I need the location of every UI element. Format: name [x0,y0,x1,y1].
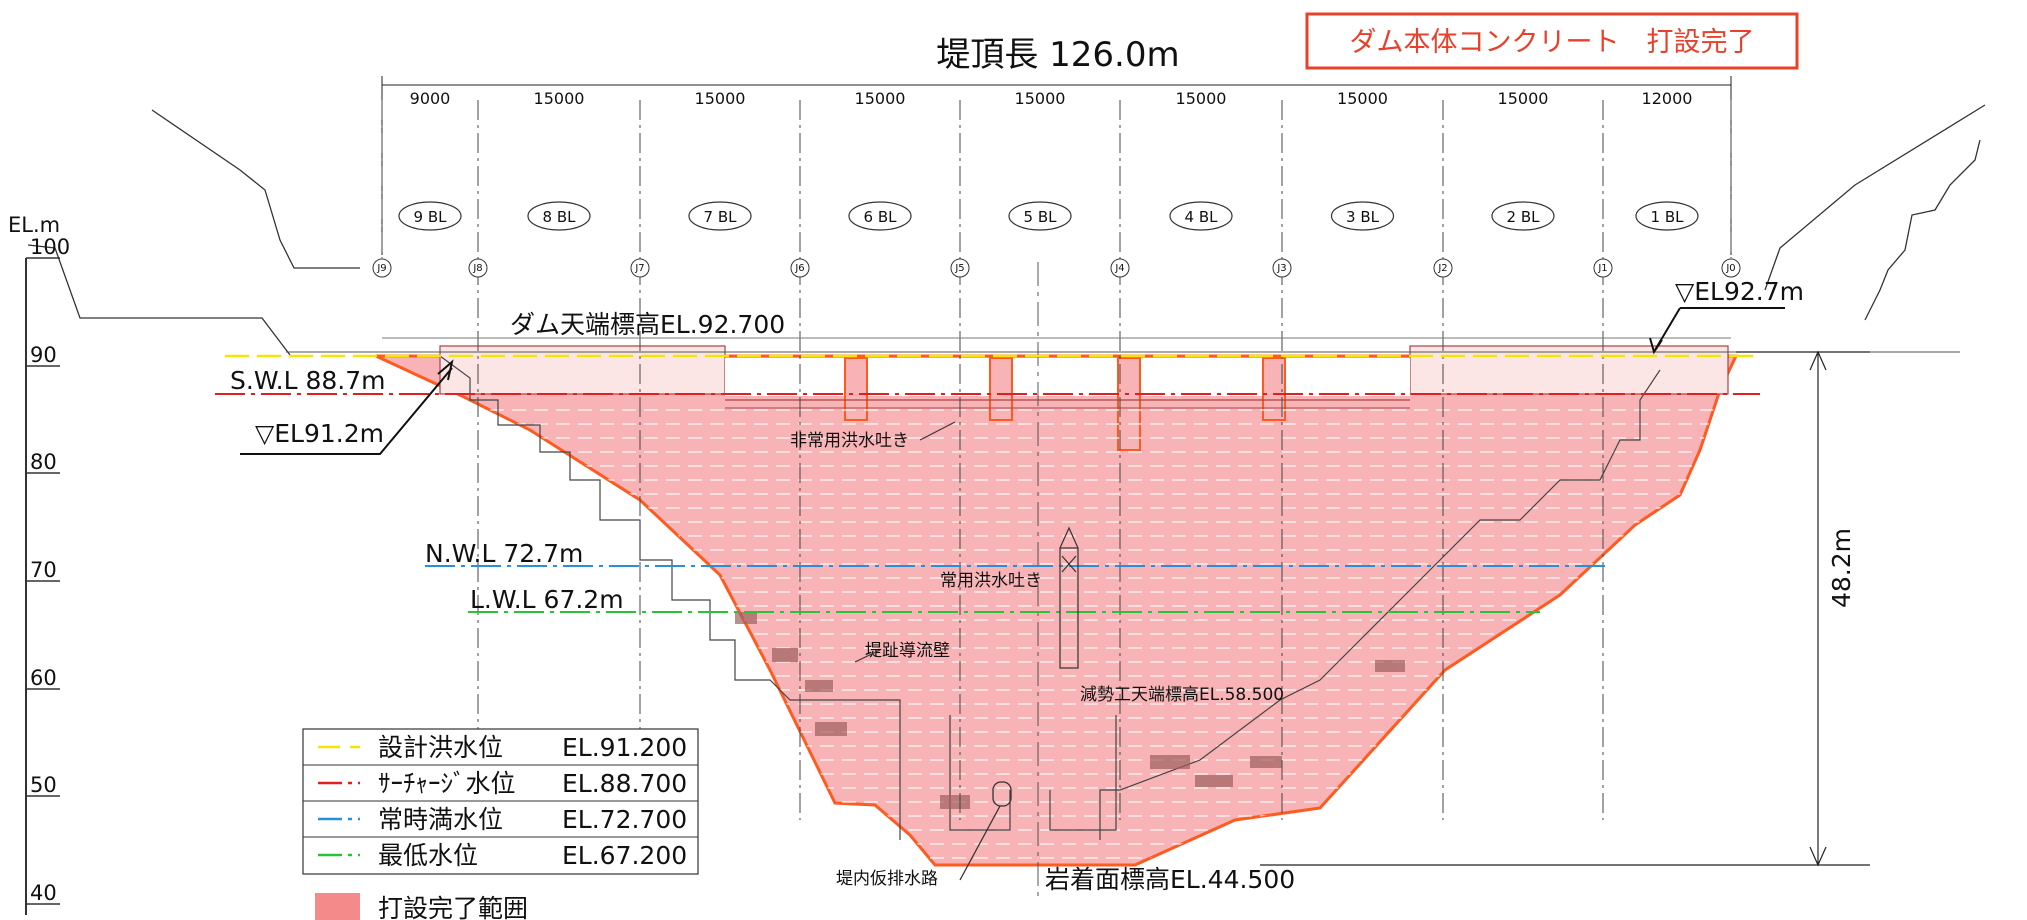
training-wall-label: 堤趾導流壁 [865,641,950,661]
crest-elevation-label: ダム天端標高EL.92.700 [510,310,785,339]
block-label: 9 BL [414,208,448,226]
joint-marker [1433,258,1453,278]
block-label: 8 BL [543,208,577,226]
legend: 設計洪水位 EL.91.200 ｻｰﾁｬｰｼﾞ水位 EL.88.700 常時満水位 EL.… [302,728,699,920]
block-label: 6 BL [864,208,898,226]
terrain-lines [27,104,1986,356]
status-banner-box [1305,12,1799,70]
nwl-label: N.W.L 72.7m [425,539,583,568]
elevation-tick-label: 60 [30,666,57,690]
span-dimension: 9000 [410,89,451,108]
joint-marker [1721,258,1741,278]
height-label: 48.2m [1827,528,1856,608]
block-label: 1 BL [1651,208,1685,226]
internal-steps [439,355,1661,840]
elevation-axis-unit: EL.m [8,213,60,237]
crest-length-title: 堤頂長 126.0m [936,35,1179,75]
joint-lines [381,100,1732,820]
right-crest-marker: ▽EL92.7m [1675,277,1804,306]
emergency-spillway-leader [919,421,956,441]
block-label: 3 BL [1346,208,1380,226]
dam-body [375,354,1739,867]
drain-gallery [959,781,1012,881]
joint-marker [950,258,970,278]
elevation-tick-label: 80 [30,450,57,474]
joint-marker [468,258,488,278]
legend-value: EL.91.200 [562,733,687,762]
elevation-tick-label: 100 [30,235,70,259]
stilling-basin-label: 減勢工天端標高EL.58.500 [1080,685,1284,705]
joint-label: J9 [376,263,386,274]
elevation-tick-label: 50 [30,773,57,797]
joint-label: J7 [634,263,644,274]
foundation-label: 岩着面標高EL.44.500 [1045,865,1295,894]
joint-marker [1593,258,1613,278]
height-dimension [1260,350,1870,867]
block-label: 4 BL [1185,208,1219,226]
legend-name: 常時満水位 [378,805,503,834]
lwl-label: L.W.L 67.2m [470,585,624,614]
span-dimension: 15000 [855,89,906,108]
elevation-tick-label: 40 [30,881,57,905]
emergency-spillway-label: 非常用洪水吐き [790,431,909,451]
block-ellipse [1491,201,1555,231]
regular-spillway-tower [1059,526,1079,669]
joint-label: J1 [1597,263,1607,274]
elevation-tick-label: 90 [30,343,57,367]
span-dimension: 12000 [1642,89,1693,108]
joint-label: J3 [1276,263,1286,274]
block-ellipse [688,201,752,231]
joint-label: J6 [794,263,804,274]
water-levels [215,354,1760,613]
span-dimension: 15000 [534,89,585,108]
legend-fill-swatch [315,893,360,920]
block-ellipse [398,201,462,231]
legend-name: ｻｰﾁｬｰｼﾞ水位 [378,769,516,798]
joint-marker [1272,258,1292,278]
span-dimension: 15000 [1337,89,1388,108]
joint-marker [372,258,392,278]
joint-label: J4 [1114,263,1124,274]
swl-label: S.W.L 88.7m [230,366,386,395]
legend-name: 最低水位 [378,841,478,870]
span-dimension: 15000 [1015,89,1066,108]
legend-name: 設計洪水位 [378,733,503,762]
marker-leaders [240,307,1785,455]
span-dimension: 15000 [695,89,746,108]
crest-structures [439,345,1729,451]
joint-marker [630,258,650,278]
block-label: 2 BL [1507,208,1541,226]
legend-value: EL.72.700 [562,805,687,834]
block-ellipse [1169,201,1233,231]
block-ellipse [848,201,912,231]
rock-hatch-marks [735,612,1405,809]
block-ellipse [1635,201,1699,231]
block-ellipse [1008,201,1072,231]
joint-label: J2 [1437,263,1447,274]
span-dimension: 15000 [1498,89,1549,108]
joint-label: J5 [954,263,964,274]
training-wall-leader [854,649,881,663]
joint-marker [790,258,810,278]
elevation-axis: EL.m 100 90 80 70 60 50 40 [8,213,70,915]
legend-value: EL.88.700 [562,769,687,798]
block-label: 7 BL [704,208,738,226]
regular-spillway-label: 常用洪水吐き [940,571,1042,591]
joint-label: J0 [1725,263,1735,274]
block-label: 5 BL [1024,208,1058,226]
status-banner: ダム本体コンクリート 打設完了 [1350,27,1755,58]
elevation-tick-label: 70 [30,558,57,582]
legend-value: EL.67.200 [562,841,687,870]
left-marker: ▽EL91.2m [255,419,384,448]
span-dimension: 15000 [1176,89,1227,108]
legend-fill-label: 打設完了範囲 [378,894,528,920]
joint-label: J8 [472,263,482,274]
drain-gallery-label: 堤内仮排水路 [836,869,938,889]
block-ellipse [527,201,591,231]
joint-marker [1110,258,1130,278]
block-ellipse [1330,201,1395,231]
